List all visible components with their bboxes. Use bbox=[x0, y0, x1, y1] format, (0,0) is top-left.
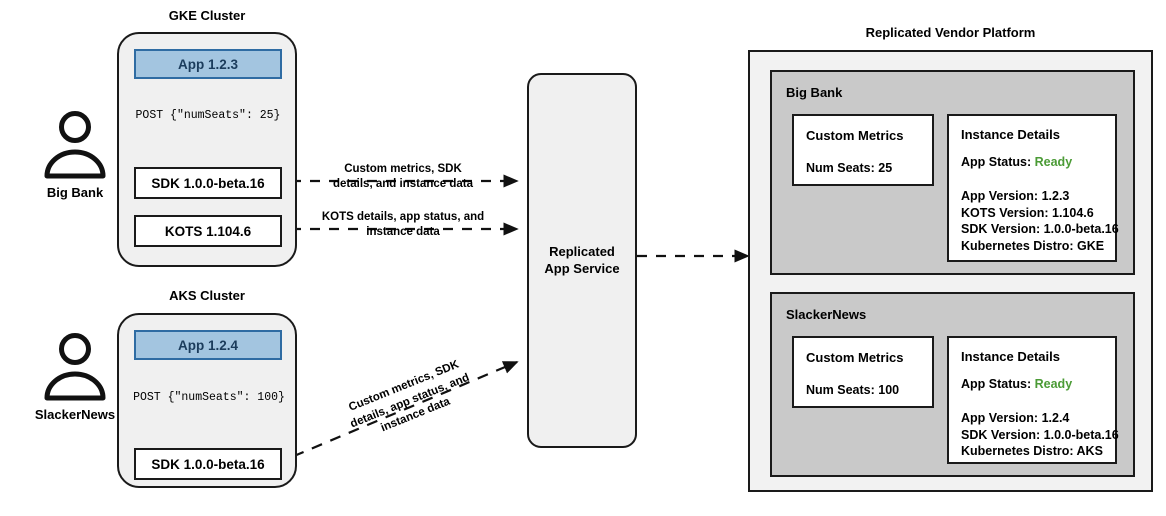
status-badge: Ready bbox=[1034, 155, 1073, 169]
edge-label-kots-to-service: KOTS details, app status, and instance d… bbox=[321, 211, 485, 238]
aks-cluster-title: AKS Cluster bbox=[169, 288, 245, 303]
gke-kots-box[interactable]: KOTS 1.104.6 bbox=[134, 215, 282, 247]
gke-cluster-title: GKE Cluster bbox=[168, 8, 246, 23]
edge-label-sdk-to-service: Custom metrics, SDK details, and instanc… bbox=[333, 163, 473, 190]
instance-details-card-big-bank[interactable]: Instance Details App Status: Ready App V… bbox=[947, 114, 1119, 262]
detail-k8s-distro: Kubernetes Distro: AKS bbox=[961, 444, 1103, 458]
instance-details-status: App Status: Ready bbox=[961, 154, 1072, 171]
aks-cluster: App 1.2.4 POST {"numSeats": 100} SDK 1.0… bbox=[117, 313, 297, 488]
replicated-vendor-platform: Big Bank Custom Metrics Num Seats: 25 In… bbox=[748, 50, 1153, 492]
gke-sdk-label: SDK 1.0.0-beta.16 bbox=[151, 175, 265, 191]
instance-details-lines: App Version: 1.2.3 KOTS Version: 1.104.6… bbox=[961, 188, 1119, 254]
custom-metrics-card-slackernews[interactable]: Custom Metrics Num Seats: 100 bbox=[792, 336, 934, 408]
actor-big-bank: Big Bank bbox=[20, 108, 130, 200]
gke-kots-label: KOTS 1.104.6 bbox=[164, 223, 252, 239]
vendor-name-big-bank: Big Bank bbox=[786, 85, 843, 100]
instance-details-title: Instance Details bbox=[961, 127, 1060, 142]
gke-app-box[interactable]: App 1.2.3 bbox=[134, 49, 282, 79]
aks-sdk-label: SDK 1.0.0-beta.16 bbox=[151, 456, 265, 472]
aks-post-label: POST {"numSeats": 100} bbox=[133, 391, 285, 404]
gke-cluster: App 1.2.3 POST {"numSeats": 25} SDK 1.0.… bbox=[117, 32, 297, 267]
status-label: App Status: bbox=[961, 155, 1032, 169]
gke-sdk-box[interactable]: SDK 1.0.0-beta.16 bbox=[134, 167, 282, 199]
custom-metrics-title: Custom Metrics bbox=[806, 350, 904, 365]
detail-app-version: App Version: 1.2.4 bbox=[961, 411, 1070, 425]
service-label-line1: Replicated bbox=[549, 244, 615, 260]
detail-kots-version: KOTS Version: 1.104.6 bbox=[961, 205, 1094, 220]
actor-label: Big Bank bbox=[46, 185, 104, 200]
aks-sdk-box[interactable]: SDK 1.0.0-beta.16 bbox=[134, 448, 282, 480]
person-icon bbox=[44, 333, 106, 401]
instance-details-title: Instance Details bbox=[961, 349, 1060, 364]
vendor-panel-big-bank: Big Bank Custom Metrics Num Seats: 25 In… bbox=[770, 70, 1135, 275]
detail-k8s-distro: Kubernetes Distro: GKE bbox=[961, 238, 1105, 253]
detail-app-version: App Version: 1.2.3 bbox=[961, 189, 1070, 203]
aks-app-label: App 1.2.4 bbox=[177, 337, 239, 353]
service-label-line2: App Service bbox=[544, 260, 620, 276]
status-label: App Status: bbox=[961, 377, 1032, 391]
instance-details-status: App Status: Ready bbox=[961, 376, 1072, 393]
gke-app-label: App 1.2.3 bbox=[177, 56, 239, 72]
custom-metrics-title: Custom Metrics bbox=[806, 128, 904, 143]
custom-metrics-card-big-bank[interactable]: Custom Metrics Num Seats: 25 bbox=[792, 114, 934, 186]
custom-metrics-num-seats: Num Seats: 25 bbox=[806, 161, 893, 175]
replicated-app-service-box[interactable]: Replicated App Service bbox=[527, 73, 637, 448]
detail-sdk-version: SDK Version: 1.0.0-beta.16 bbox=[961, 427, 1119, 442]
actor-label: SlackerNews bbox=[34, 407, 116, 422]
instance-details-lines: App Version: 1.2.4 SDK Version: 1.0.0-be… bbox=[961, 410, 1119, 460]
service-label-wrap: Replicated App Service bbox=[544, 244, 619, 277]
vendor-panel-slackernews: SlackerNews Custom Metrics Num Seats: 10… bbox=[770, 292, 1135, 477]
platform-title: Replicated Vendor Platform bbox=[865, 25, 1036, 40]
person-icon bbox=[44, 111, 106, 179]
detail-sdk-version: SDK Version: 1.0.0-beta.16 bbox=[961, 222, 1119, 236]
edge-label-aks-sdk-to-service: Custom metrics, SDK details, app status,… bbox=[347, 358, 471, 435]
vendor-name-slackernews: SlackerNews bbox=[786, 307, 867, 322]
custom-metrics-num-seats: Num Seats: 100 bbox=[806, 383, 900, 397]
instance-details-card-slackernews[interactable]: Instance Details App Status: Ready App V… bbox=[947, 336, 1119, 464]
actor-slackernews: SlackerNews bbox=[14, 330, 136, 422]
status-badge: Ready bbox=[1034, 377, 1073, 391]
gke-post-label: POST {"numSeats": 25} bbox=[135, 109, 281, 122]
aks-app-box[interactable]: App 1.2.4 bbox=[134, 330, 282, 360]
